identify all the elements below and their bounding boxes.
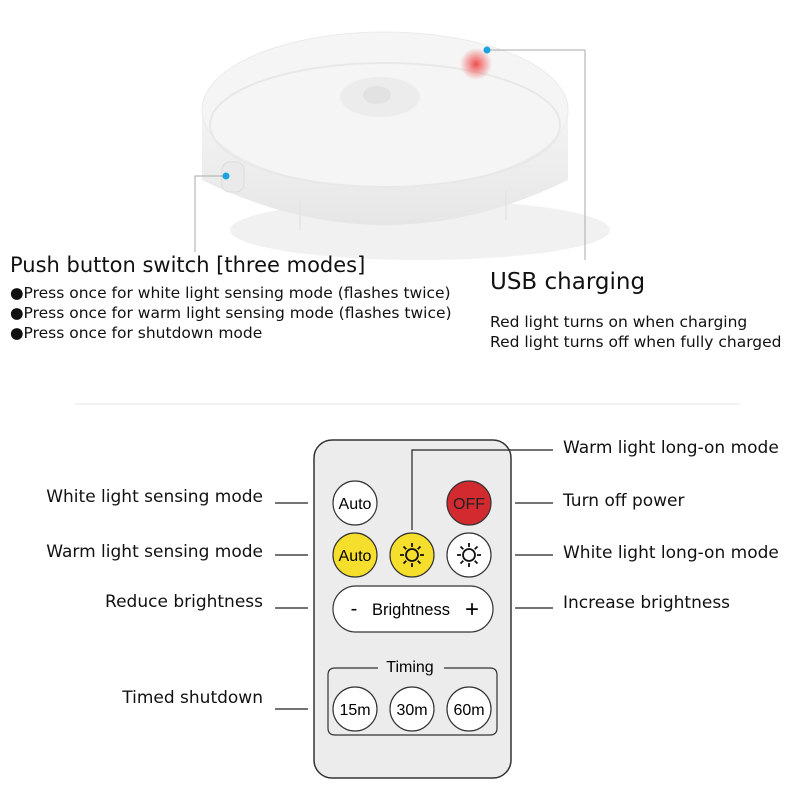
- label-warm-light-sensing: Warm light sensing mode: [46, 542, 263, 562]
- night-light-device: [201, 31, 610, 260]
- svg-text:15m: 15m: [339, 702, 370, 719]
- svg-text:Auto: Auto: [339, 548, 372, 565]
- auto-warm-button[interactable]: Auto: [332, 532, 378, 578]
- svg-text:Auto: Auto: [339, 496, 372, 513]
- switch-marker-dot: [222, 172, 230, 180]
- svg-text:60m: 60m: [453, 702, 484, 719]
- switch-bullet: ●Press once for white light sensing mode…: [10, 284, 451, 302]
- label-reduce-brightness: Reduce brightness: [105, 592, 263, 612]
- usb-note: Red light turns off when fully charged: [490, 333, 782, 351]
- switch-leader-line: [194, 175, 226, 252]
- switch-title: Push button switch [three modes]: [10, 253, 366, 277]
- svg-text:30m: 30m: [396, 702, 427, 719]
- svg-text:Brightness: Brightness: [372, 601, 450, 619]
- push-button-switch: [221, 161, 245, 193]
- label-white-light-long-on: White light long-on mode: [563, 543, 779, 563]
- auto-white-button[interactable]: Auto: [332, 480, 378, 526]
- usb-note: Red light turns on when charging: [490, 313, 748, 331]
- brightness-button[interactable]: - Brightness +: [332, 585, 494, 633]
- usb-leader-line: [487, 49, 586, 260]
- remote-control: Auto OFF Auto - Brightness: [313, 439, 512, 779]
- label-white-light-sensing: White light sensing mode: [46, 487, 263, 507]
- white-light-on-button[interactable]: [446, 532, 492, 578]
- usb-marker-dot: [483, 46, 491, 54]
- usb-title: USB charging: [490, 269, 646, 295]
- svg-text:OFF: OFF: [453, 496, 485, 513]
- switch-bullet: ●Press once for warm light sensing mode …: [10, 304, 452, 322]
- switch-bullet: ●Press once for shutdown mode: [10, 324, 263, 342]
- label-turn-off-power: Turn off power: [563, 491, 685, 511]
- sun-icon: [457, 543, 481, 567]
- timer-60m-button[interactable]: 60m: [446, 686, 492, 732]
- warm-light-on-button[interactable]: [389, 532, 435, 578]
- label-increase-brightness: Increase brightness: [563, 593, 731, 613]
- remote-leader-lines: [275, 449, 553, 710]
- sun-icon: [400, 543, 424, 567]
- brightness-minus[interactable]: -: [351, 598, 358, 620]
- off-button[interactable]: OFF: [446, 480, 492, 526]
- charging-indicator-light: [460, 48, 492, 80]
- timing-group-frame: [327, 667, 498, 736]
- label-timed-shutdown: Timed shutdown: [122, 688, 263, 708]
- brightness-plus[interactable]: +: [465, 596, 479, 623]
- timer-30m-button[interactable]: 30m: [389, 686, 435, 732]
- timer-15m-button[interactable]: 15m: [332, 686, 378, 732]
- label-warm-light-long-on: Warm light long-on mode: [563, 438, 779, 458]
- timing-label: Timing: [386, 659, 433, 676]
